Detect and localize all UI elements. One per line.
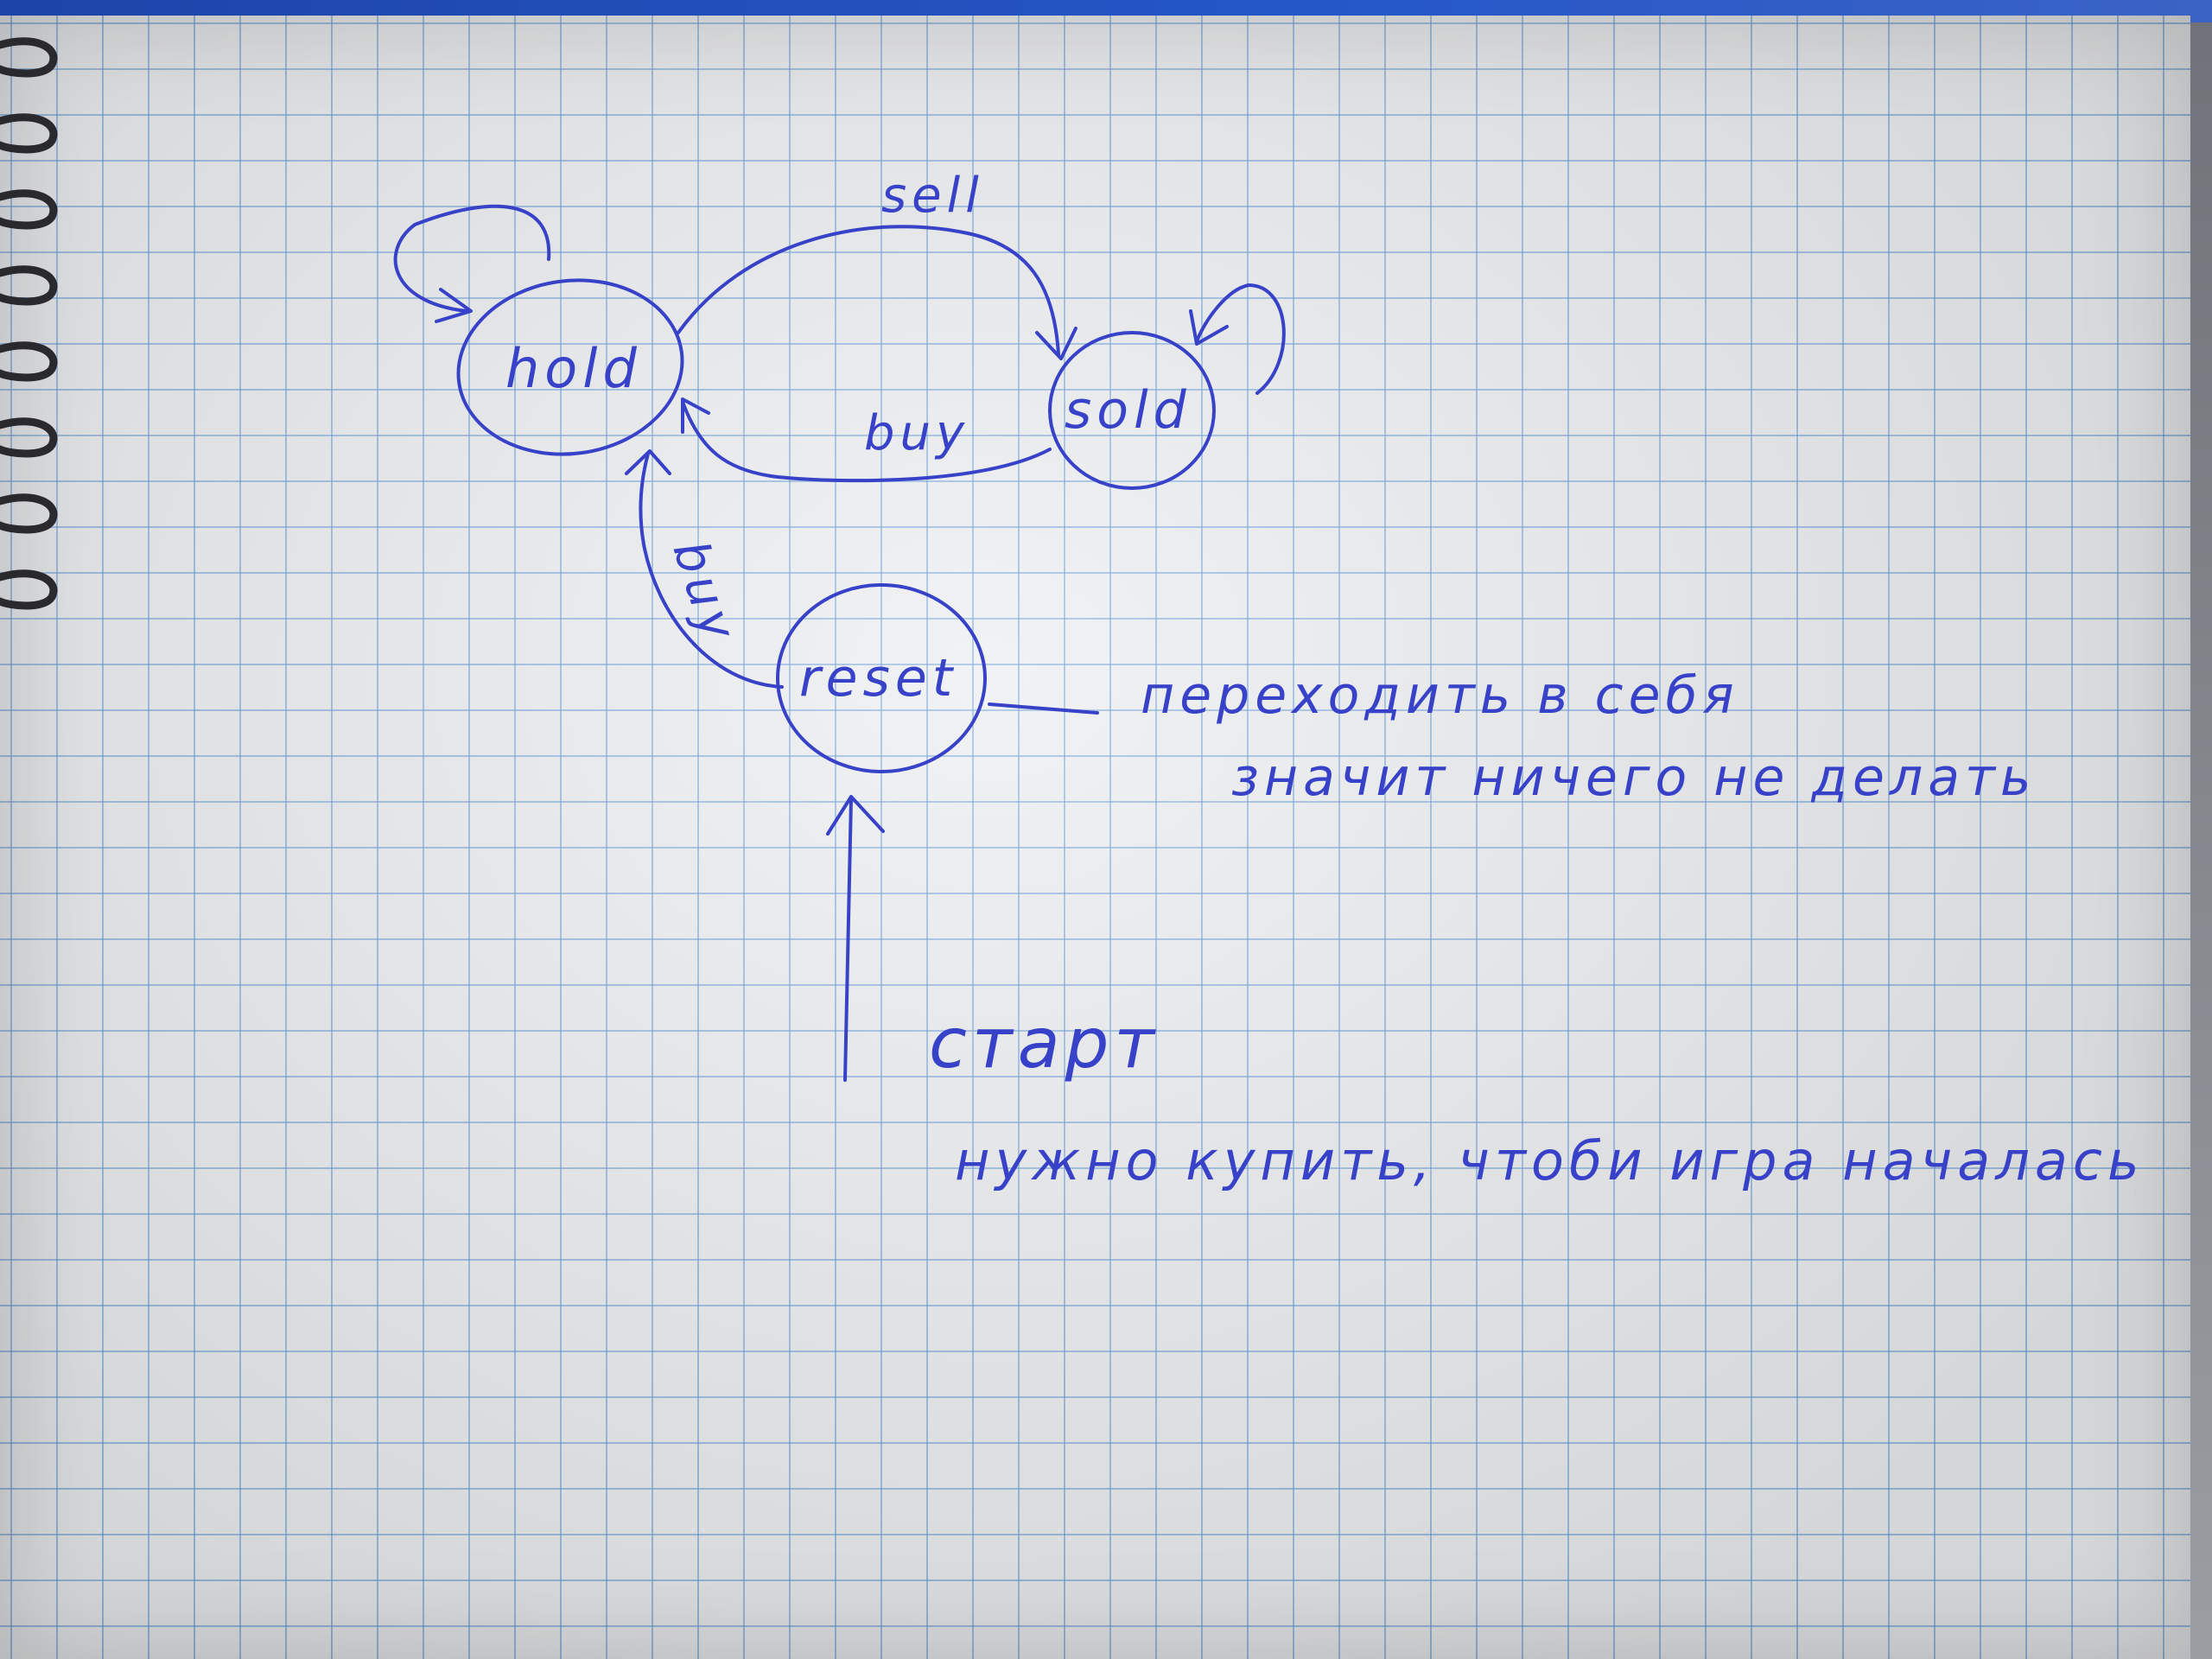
buy-sold-to-hold-arrowhead [681, 397, 710, 434]
start-label: старт [929, 1003, 1160, 1084]
buy-reset-to-hold-label: buy [662, 534, 748, 652]
state-hold-circle [456, 278, 684, 456]
hold-self-loop-arrowhead [435, 288, 473, 323]
graph-paper-page [0, 16, 2190, 1659]
reset-note-line2: значит ничего не делать [1231, 747, 2036, 808]
start-arrowhead [826, 795, 885, 836]
sell-transition-arrowhead [1035, 327, 1077, 360]
state-reset-label: reset [799, 648, 957, 709]
buy-sold-to-hold-label: buy [864, 405, 969, 461]
reset-note-line1: переходить в себя [1141, 665, 1739, 726]
buy-sold-to-hold-arrow [681, 400, 1052, 483]
buy-reset-to-hold-arrowhead [625, 449, 671, 475]
buy-reset-to-hold-arrow [639, 452, 784, 689]
state-sold-label: sold [1065, 380, 1192, 441]
hold-self-loop-arrow [393, 204, 551, 313]
notebook-spiral-binding [0, 37, 58, 610]
sold-self-loop-arrow [1195, 283, 1286, 395]
state-hold-label: hold [505, 337, 642, 400]
state-reset-circle [776, 583, 987, 773]
sell-transition-label: sell [881, 168, 984, 224]
state-sold-circle [1048, 331, 1216, 490]
start-arrow [843, 798, 853, 1082]
sell-transition-arrow [677, 225, 1060, 356]
start-caption: нужно купить, чтоби игра началась [955, 1129, 2145, 1192]
sold-self-loop-arrowhead [1189, 309, 1229, 346]
reset-note-connector [988, 702, 1099, 715]
